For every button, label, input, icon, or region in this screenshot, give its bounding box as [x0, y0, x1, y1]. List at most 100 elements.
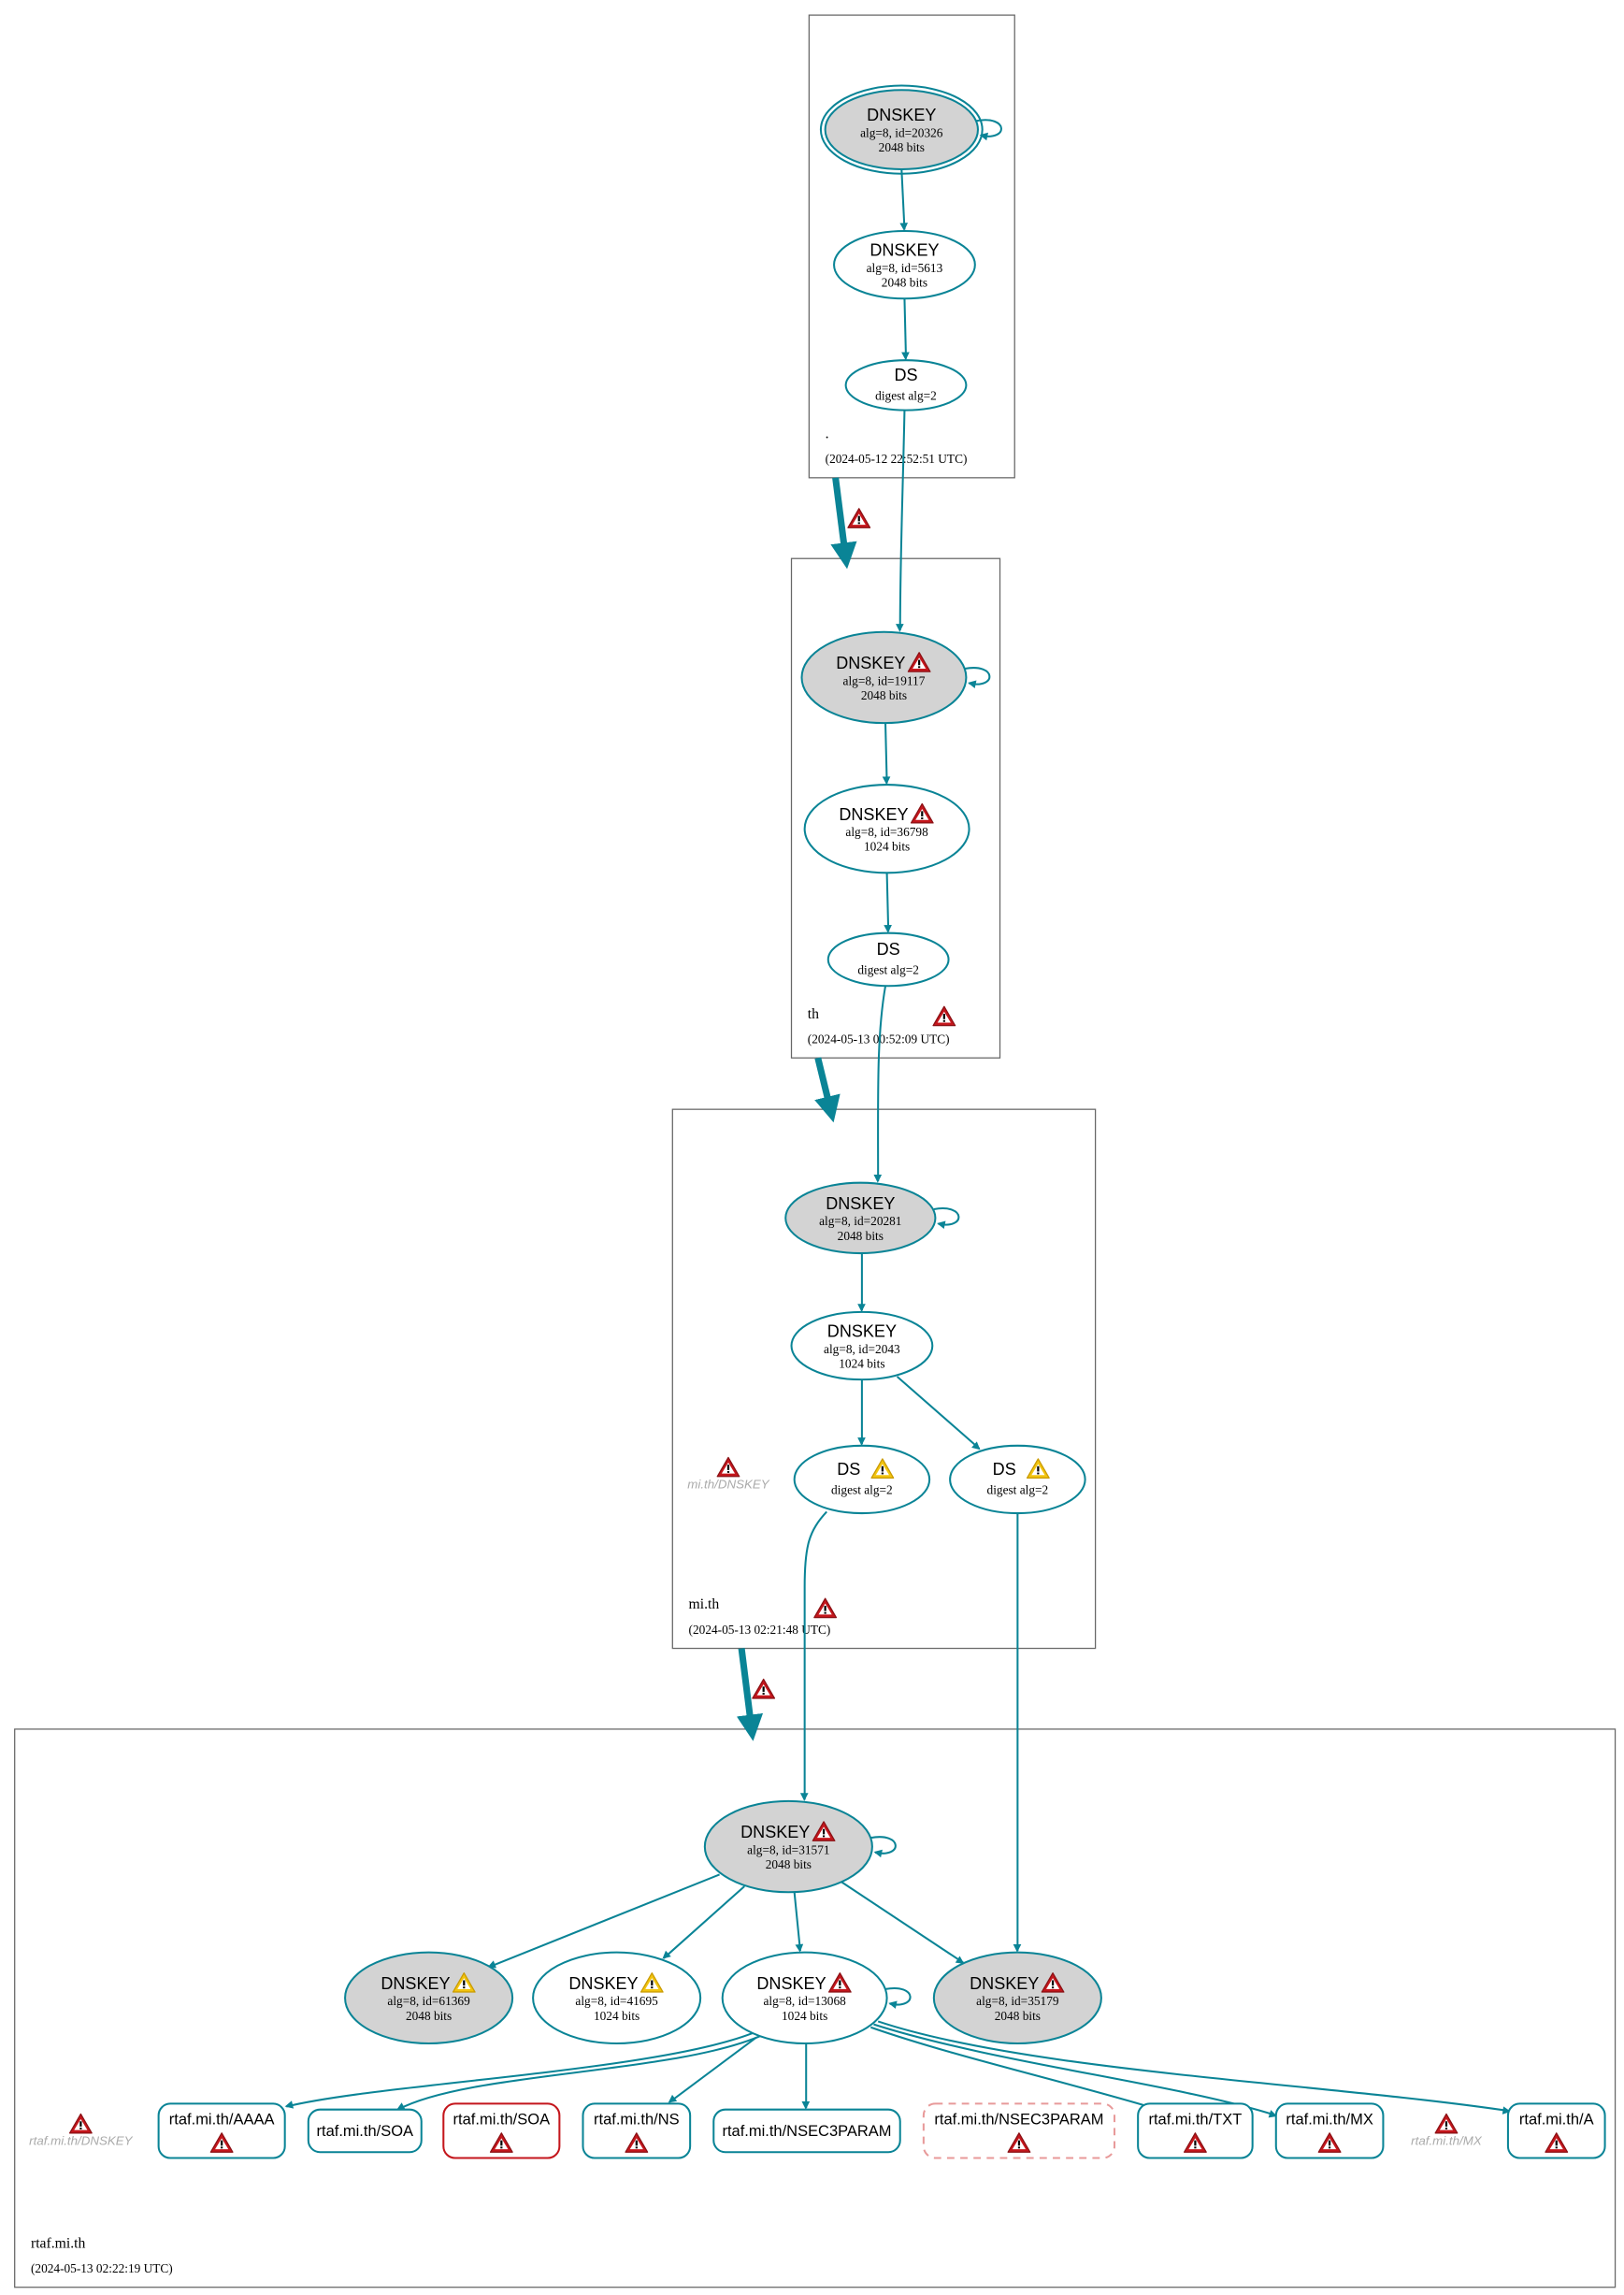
rrset-name: rtaf.mi.th/TXT — [1148, 2111, 1242, 2128]
zone-error-icon — [813, 1597, 838, 1619]
zone-border — [671, 1108, 1097, 1650]
self-signature-edge — [964, 667, 991, 689]
zone-timestamp: (2024-05-12 22:52:51 UTC) — [826, 452, 968, 466]
signature-edge — [396, 2033, 765, 2111]
dnskey-node[interactable] — [932, 1951, 1102, 2045]
node-shape — [532, 1951, 702, 2045]
dnskey-node[interactable] — [532, 1951, 702, 2045]
delegation-error-icon — [847, 508, 871, 528]
node-shape — [344, 1951, 514, 2045]
ds-node[interactable] — [949, 1444, 1086, 1515]
node-key-size: 2048 bits — [838, 1229, 884, 1243]
rrset-node[interactable] — [1274, 2102, 1385, 2159]
node-detail: alg=8, id=31571 — [747, 1842, 829, 1856]
delegation-edge — [736, 1648, 764, 1741]
rrset-box — [157, 2102, 286, 2159]
node-type: DS — [993, 1460, 1016, 1479]
delegation-edge — [814, 1057, 841, 1123]
node-detail: digest alg=2 — [987, 1483, 1049, 1497]
rrset-node[interactable] — [442, 2102, 561, 2159]
node-type: DS — [877, 940, 900, 959]
rrset-node[interactable] — [1506, 2102, 1606, 2159]
node-detail: alg=8, id=5613 — [867, 261, 943, 275]
node-key-size: 1024 bits — [839, 1357, 884, 1371]
signature-edge — [899, 168, 909, 232]
zone-border — [808, 14, 1015, 479]
signature-edge — [884, 873, 892, 933]
rrset-node[interactable] — [922, 2102, 1116, 2159]
error-icon — [812, 1821, 836, 1841]
node-type: DNSKEY — [867, 106, 936, 124]
self-signature-edge — [976, 119, 1002, 141]
node-shape — [703, 1799, 873, 1894]
error-icon — [68, 2113, 93, 2134]
dnskey-node[interactable] — [819, 84, 984, 175]
node-type: DNSKEY — [381, 1974, 450, 1993]
node-type: DNSKEY — [836, 654, 905, 672]
rrset-node[interactable] — [307, 2108, 423, 2154]
dnskey-node[interactable] — [803, 784, 970, 874]
signature-edge — [487, 1873, 720, 1969]
rrset-node[interactable] — [712, 2108, 901, 2154]
node-type: DS — [837, 1460, 860, 1479]
zone-error-icon — [932, 1005, 956, 1027]
node-detail: digest alg=2 — [875, 389, 937, 403]
rrset-box — [442, 2102, 561, 2159]
dnskey-node[interactable] — [721, 1951, 888, 2045]
rrset-name: rtaf.mi.th/SOA — [453, 2111, 551, 2128]
dnskey-node[interactable] — [784, 1181, 937, 1255]
node-shape — [793, 1444, 931, 1515]
rrset-box — [1274, 2102, 1385, 2159]
node-key-size: 2048 bits — [861, 688, 907, 702]
node-shape — [721, 1951, 888, 2045]
delegation-error-icon — [752, 1678, 776, 1699]
rrset-node[interactable] — [1137, 2102, 1254, 2159]
node-type: DNSKEY — [970, 1974, 1039, 1993]
warning-icon — [1026, 1458, 1050, 1479]
rrset-node[interactable] — [157, 2102, 286, 2159]
dnskey-node[interactable] — [790, 1310, 934, 1381]
rrset-box — [307, 2108, 423, 2154]
node-shape — [800, 630, 968, 725]
node-type: DS — [894, 366, 917, 384]
dnskey-node[interactable] — [800, 630, 968, 725]
node-key-size: 1024 bits — [594, 2009, 640, 2023]
rrset-box — [1137, 2102, 1254, 2159]
signature-edge — [896, 1376, 981, 1451]
rrset-box — [712, 2108, 901, 2154]
signature-edge — [896, 410, 906, 632]
rrset-box — [582, 2102, 692, 2159]
ds-node[interactable] — [844, 359, 968, 411]
signature-edge — [869, 2026, 1160, 2113]
node-detail: alg=8, id=13068 — [763, 1994, 846, 2008]
dnskey-node[interactable] — [833, 229, 976, 300]
error-icon — [910, 802, 934, 824]
ds-node[interactable] — [793, 1444, 931, 1515]
rrset-name: rtaf.mi.th/NSEC3PARAM — [722, 2123, 891, 2140]
dnskey-node[interactable] — [344, 1951, 514, 2045]
signature-edge — [793, 1892, 804, 1953]
node-key-size: 2048 bits — [406, 2009, 452, 2023]
node-shape — [826, 931, 950, 988]
self-signature-edge — [884, 1986, 912, 2009]
error-icon — [1183, 2132, 1207, 2153]
rrset-name: rtaf.mi.th/A — [1519, 2111, 1594, 2128]
node-detail: alg=8, id=41695 — [575, 1994, 658, 2008]
ds-node[interactable] — [826, 931, 950, 988]
node-shape — [803, 784, 970, 874]
delegation-edge — [830, 477, 857, 570]
dnskey-node[interactable] — [703, 1799, 873, 1894]
warning-icon — [452, 1972, 476, 1993]
rrset-node[interactable] — [582, 2102, 692, 2159]
zone-name: th — [808, 1006, 819, 1022]
signature-edge — [799, 1510, 827, 1801]
node-shape — [833, 229, 976, 300]
node-type: DNSKEY — [756, 1974, 826, 1993]
zone-cluster — [790, 557, 1001, 1059]
error-icon — [1317, 2132, 1342, 2153]
signature-edge — [284, 2030, 757, 2109]
signature-edge — [841, 1881, 965, 1964]
zone-cluster — [671, 1108, 1097, 1650]
node-type: DNSKEY — [827, 1322, 897, 1341]
